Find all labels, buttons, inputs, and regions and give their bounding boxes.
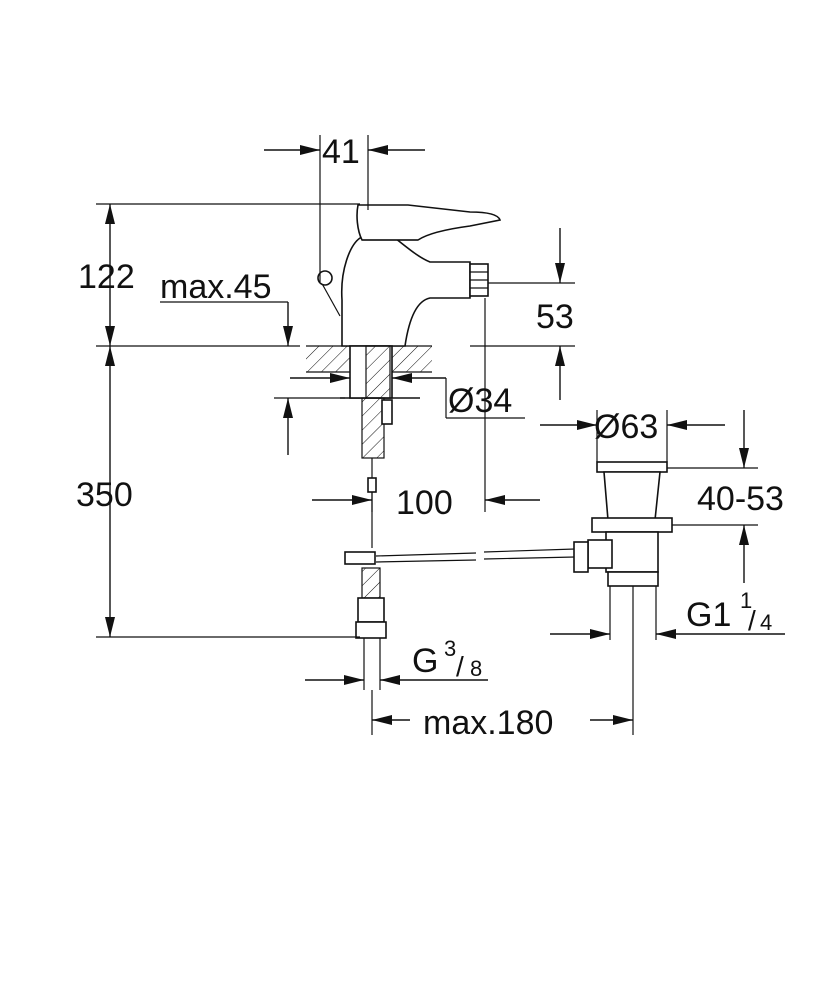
label-g-slash: / xyxy=(456,651,464,682)
dimension-max180: max.180 xyxy=(371,586,634,742)
dimension-122: 122 xyxy=(78,203,360,346)
dimension-53: 53 xyxy=(488,228,575,400)
dimension-max45: max.45 xyxy=(160,268,345,455)
dimension-40-53: 40-53 xyxy=(667,410,784,583)
pop-up-waste xyxy=(573,461,673,640)
label-100: 100 xyxy=(396,484,453,522)
label-g1-slash: / xyxy=(748,605,756,636)
label-dia63: Ø63 xyxy=(594,408,658,446)
mounting-shank xyxy=(344,345,576,690)
dimension-dia34: Ø34 xyxy=(290,373,525,420)
label-dia34: Ø34 xyxy=(448,382,512,420)
dimension-350: 350 xyxy=(76,346,360,638)
label-g1: G1 xyxy=(686,596,731,634)
label-122: 122 xyxy=(78,258,135,296)
label-max180: max.180 xyxy=(423,704,553,742)
label-g1-denominator: 4 xyxy=(760,610,772,635)
dimension-dia63: Ø63 xyxy=(540,408,725,462)
label-41: 41 xyxy=(322,133,360,171)
label-40-53: 40-53 xyxy=(697,480,784,518)
dimension-g-three-eighths: G 3 / 8 xyxy=(305,636,488,685)
label-g: G xyxy=(412,642,438,680)
dimension-100: 100 xyxy=(312,298,540,522)
label-max45: max.45 xyxy=(160,268,272,306)
dimension-g1-quarter: G1 1 / 4 xyxy=(550,588,785,639)
faucet-body xyxy=(317,204,502,347)
label-350: 350 xyxy=(76,476,133,514)
label-g1-numerator: 1 xyxy=(740,588,752,613)
label-53: 53 xyxy=(536,298,574,336)
label-g-numerator: 3 xyxy=(444,636,456,661)
label-g-denominator: 8 xyxy=(470,656,482,681)
dimension-41: 41 xyxy=(264,133,425,282)
